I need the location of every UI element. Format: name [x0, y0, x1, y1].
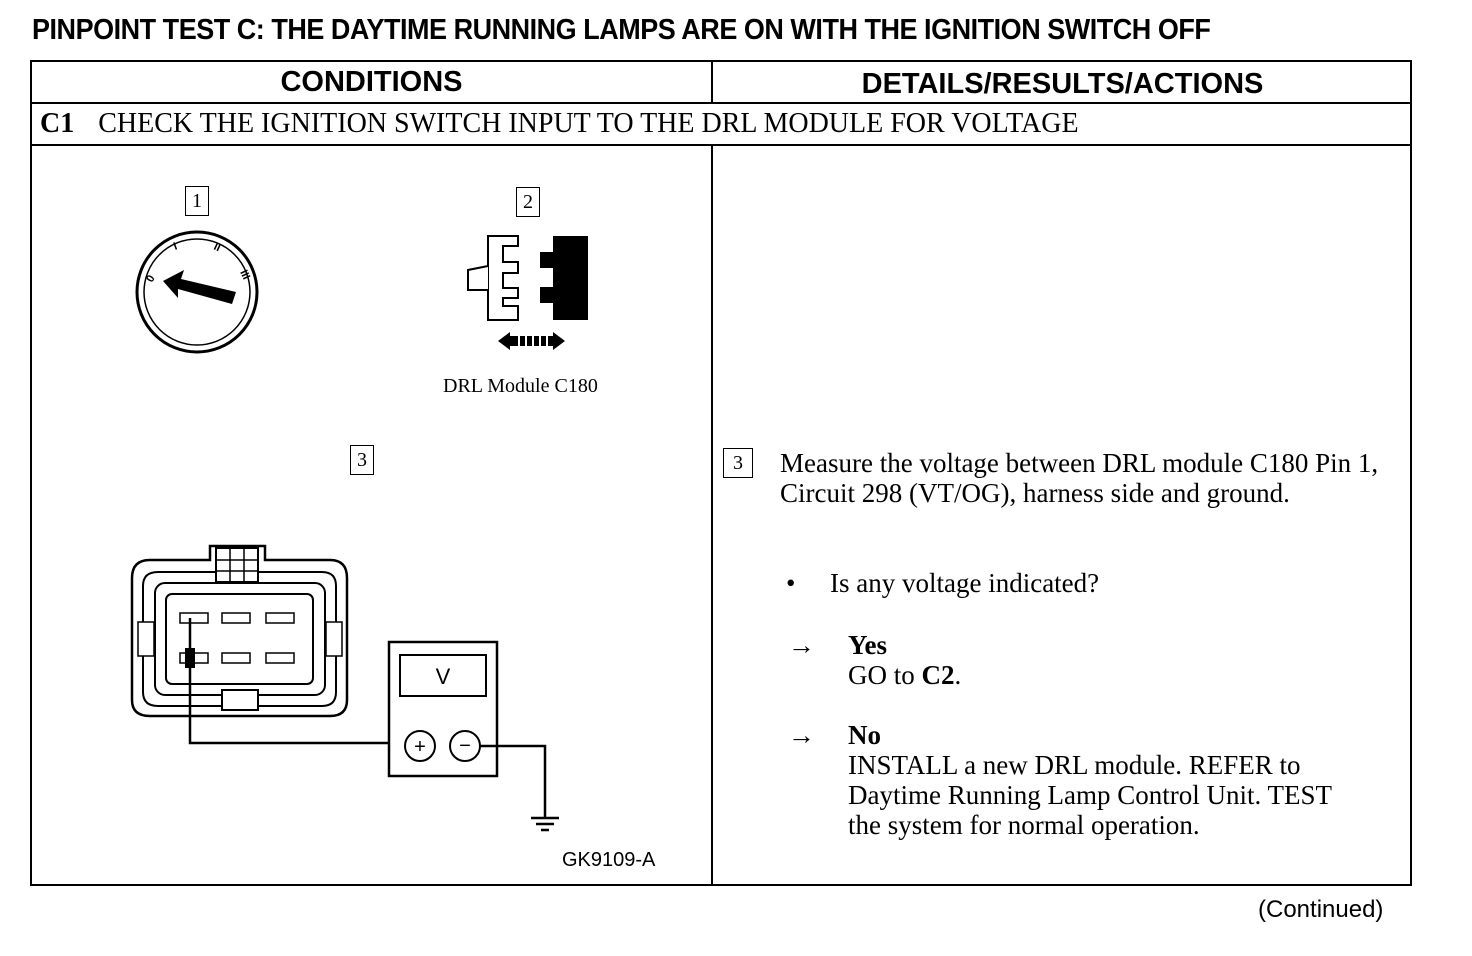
details-callout-3: 3 [723, 448, 753, 478]
instruction-text: Measure the voltage between DRL module C… [780, 448, 1400, 508]
answer-no: → No INSTALL a new DRL module. REFER to … [788, 720, 1368, 840]
ignition-switch-icon: 0 I II III [135, 230, 259, 354]
meter-plus-terminal: + [414, 736, 426, 758]
callout-1: 1 [185, 186, 209, 216]
arrow-right-icon: → [788, 720, 815, 750]
step-divider [32, 144, 1410, 146]
figure-id: GK9109-A [562, 849, 656, 871]
yes-action: GO to C2. [848, 660, 962, 690]
ground-symbol-icon [531, 816, 559, 832]
column-divider [711, 146, 713, 884]
switch-position-2: II [212, 241, 223, 254]
continued-label: (Continued) [1258, 896, 1384, 923]
switch-position-1: I [172, 240, 179, 252]
callout-3: 3 [350, 445, 374, 475]
connector-disconnect-icon [467, 235, 588, 350]
step-title: CHECK THE IGNITION SWITCH INPUT TO THE D… [98, 108, 1079, 139]
step-number: C1 [40, 108, 75, 139]
question-row: • Is any voltage indicated? [786, 568, 1099, 599]
yes-label: Yes [848, 630, 887, 660]
step-row: C1 CHECK THE IGNITION SWITCH INPUT TO THE… [40, 108, 1079, 140]
callout-2: 2 [516, 187, 540, 217]
details-header: DETAILS/RESULTS/ACTIONS [861, 68, 1264, 100]
meter-minus-terminal: − [459, 735, 471, 757]
switch-position-0: 0 [144, 273, 157, 284]
conditions-header: CONDITIONS [280, 66, 463, 98]
no-action: INSTALL a new DRL module. REFER to Dayti… [848, 750, 1332, 840]
bullet-icon: • [786, 568, 796, 598]
arrow-right-icon: → [788, 630, 815, 660]
pinpoint-test-table: CONDITIONS DETAILS/RESULTS/ACTIONS C1 CHE… [30, 60, 1412, 886]
header-divider [32, 102, 1410, 104]
switch-position-3: III [237, 268, 252, 281]
yes-action-target: C2 [921, 660, 955, 690]
measure-instruction: Measure the voltage between DRL module C… [780, 448, 1379, 508]
header-column-divider [711, 62, 713, 102]
answer-yes: → Yes GO to C2. [788, 630, 1408, 690]
harness-connector-c180 [130, 544, 349, 718]
page-title: PINPOINT TEST C: THE DAYTIME RUNNING LAM… [32, 14, 1211, 46]
question-text: Is any voltage indicated? [830, 568, 1100, 598]
connector-caption: DRL Module C180 [443, 375, 598, 397]
probe-lead-positive [188, 618, 404, 745]
no-label: No [848, 720, 881, 750]
probe-lead-ground [480, 744, 547, 818]
voltmeter-icon: V + − [387, 640, 499, 778]
meter-display: V [436, 664, 451, 689]
